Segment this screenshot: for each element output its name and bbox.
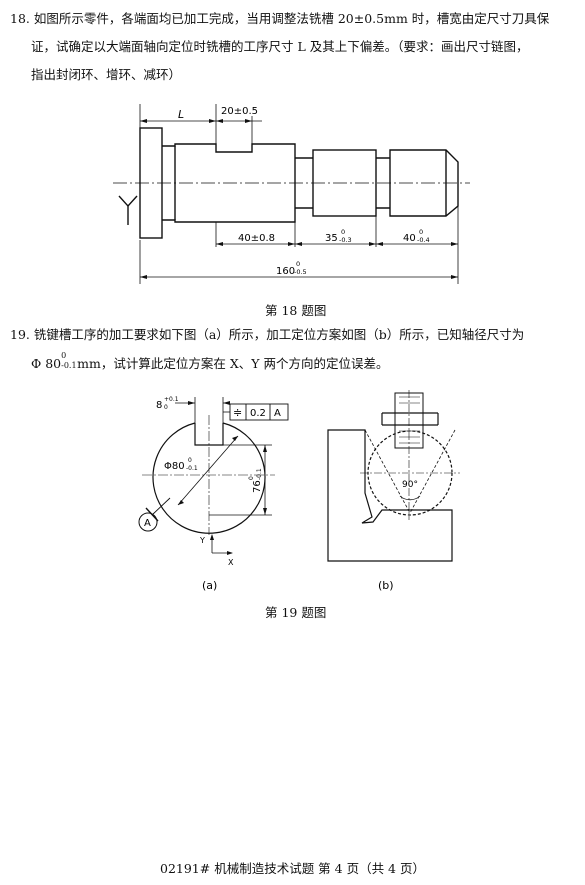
dim-160-up: 0 xyxy=(296,260,300,268)
dim-40b-lo: -0.4 xyxy=(417,236,430,244)
fig19a-dia-up: 0 xyxy=(188,457,192,464)
dim-L: L xyxy=(178,108,184,121)
figure-18-shaft-drawing: L 20±0.5 40±0.8 35 0 -0.3 40 0 -0.4 160 … xyxy=(113,104,470,284)
q19-line-2: Φ 80 0 -0.1 mm，试计算此定位方案在 X、Y 两个方向的定位误差。 xyxy=(31,352,389,371)
fig19a-h-main: 76 xyxy=(252,480,263,493)
fig19a-symmetry-icon: ≑ xyxy=(233,406,242,419)
q19-phi80: Φ 80 xyxy=(31,356,62,371)
dim-160-main: 160 xyxy=(276,266,295,277)
page-footer: 02191# 机械制造技术试题 第 4 页（共 4 页） xyxy=(160,861,425,876)
figure-19-caption: 第 19 题图 xyxy=(265,605,327,620)
fig19a-dia-lo: -0.1 xyxy=(186,465,198,472)
q19-line-1: 19. 铣键槽工序的加工要求如下图（a）所示，加工定位方案如图（b）所示，已知轴… xyxy=(10,327,525,342)
dim-40b-up: 0 xyxy=(419,228,423,236)
fig19a-datum-ref: A xyxy=(274,408,281,419)
q19-phi80-lo: -0.1 xyxy=(61,361,77,370)
fig19b-label: (b) xyxy=(378,579,394,592)
dim-35-main: 35 xyxy=(325,233,338,244)
dim-slot-20: 20±0.5 xyxy=(221,106,258,117)
dim-35-lo: -0.3 xyxy=(339,236,352,244)
dim-40b-main: 40 xyxy=(403,233,416,244)
figure-19b-v-block-fixture: 90° (b) xyxy=(327,390,460,592)
fig19a-dia-main: Φ80 xyxy=(164,461,185,472)
dim-160-lo: -0.5 xyxy=(294,268,307,276)
fig19a-label: (a) xyxy=(202,579,217,592)
fig19a-axis-x: X xyxy=(228,558,234,567)
fig19a-tolerance: 0.2 xyxy=(250,408,266,419)
figure-19a-keyway: 8 +0.1 0 ≑ 0.2 A Φ80 0 -0.1 76 0 -0.1 A … xyxy=(138,396,289,592)
q18-line-3: 指出封闭环、增环、减环） xyxy=(31,67,182,82)
q18-line-1: 18. 如图所示零件，各端面均已加工完成，当用调整法铣槽 20±0.5mm 时，… xyxy=(10,11,550,26)
fig19a-h-up: 0 xyxy=(248,476,255,480)
fig19a-width-up: +0.1 xyxy=(164,396,179,403)
dim-40-08: 40±0.8 xyxy=(238,233,275,244)
figure-18-caption: 第 18 题图 xyxy=(265,303,327,318)
fig19a-axis-y: Y xyxy=(199,536,205,545)
q19-line-2-text: mm，试计算此定位方案在 X、Y 两个方向的定位误差。 xyxy=(77,356,389,371)
fig19a-h-lo: -0.1 xyxy=(256,468,263,480)
fig19a-width-main: 8 xyxy=(156,400,162,411)
dim-35-up: 0 xyxy=(341,228,345,236)
fig19a-datum-circle: A xyxy=(144,518,151,529)
q19-phi80-up: 0 xyxy=(61,351,67,360)
fig19a-width-lo: 0 xyxy=(164,404,168,411)
fig19b-angle: 90° xyxy=(402,480,418,490)
q18-line-2: 证，试确定以大端面轴向定位时铣槽的工序尺寸 L 及其上下偏差。（要求：画出尺寸链… xyxy=(31,39,529,54)
